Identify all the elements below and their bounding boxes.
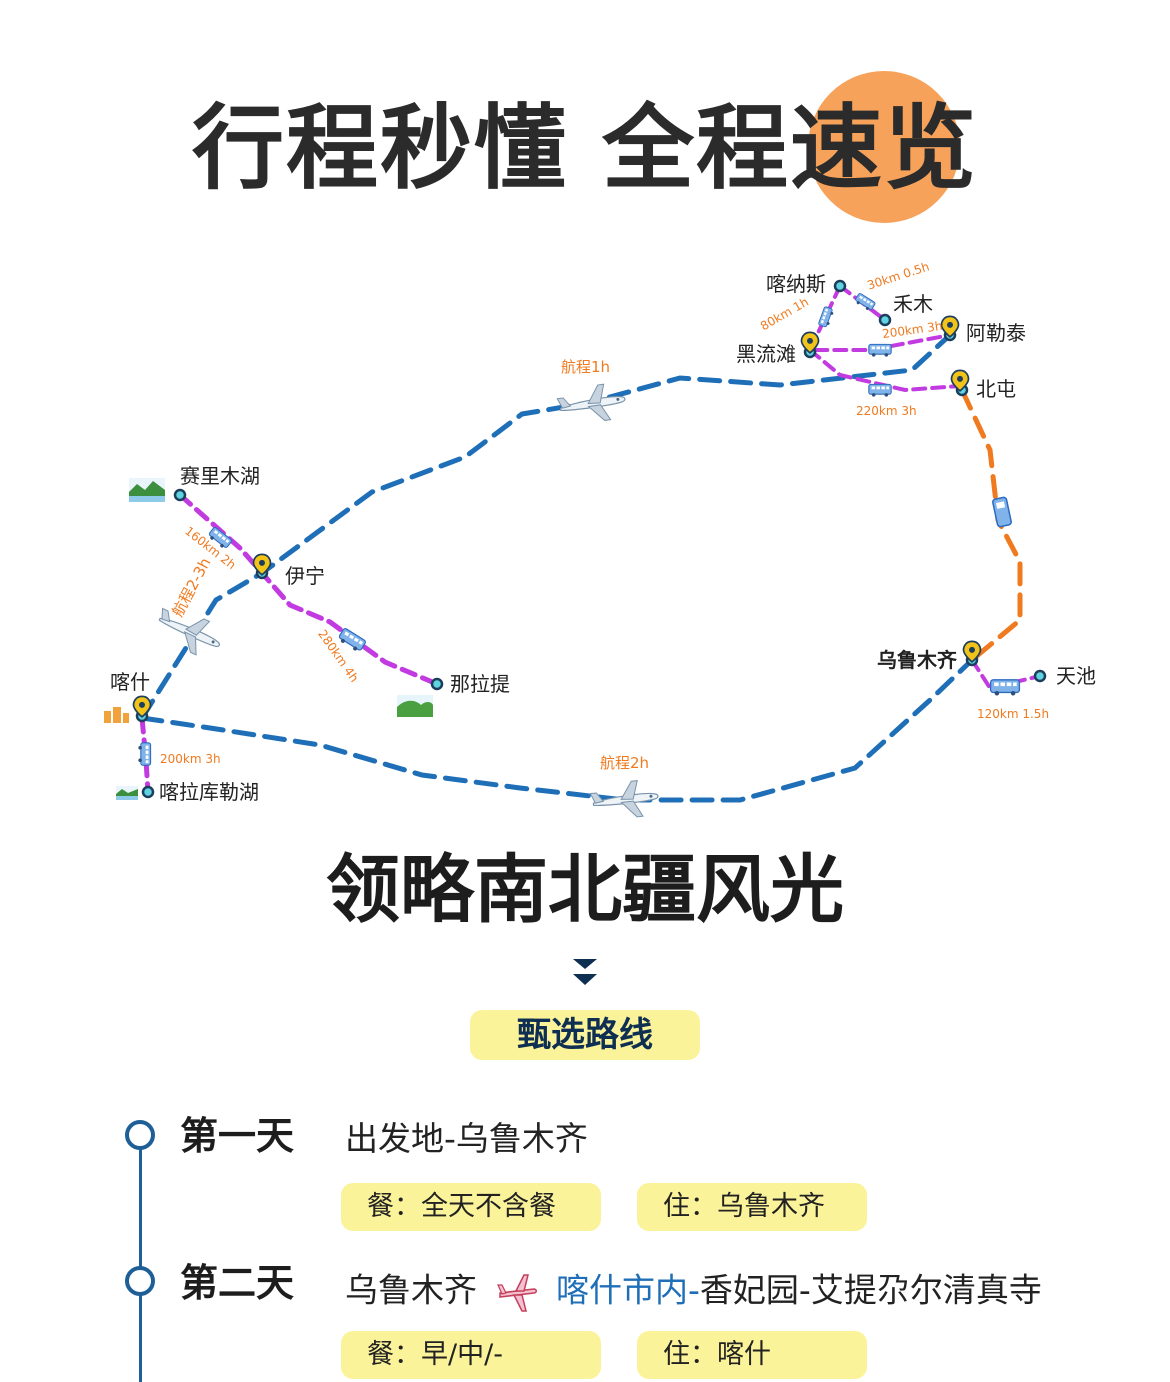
- flight-route-south: [139, 657, 975, 803]
- day-route: 乌鲁木齐 喀什市内-香妃园-艾提尕尔清真寺: [345, 1269, 1042, 1315]
- bus-icon: [137, 742, 152, 766]
- station-dot: [430, 677, 444, 691]
- route-pill-title: 甄选路线: [470, 1010, 700, 1060]
- place-label-yining: 伊宁: [285, 564, 325, 588]
- timeline-dot: [125, 1120, 155, 1150]
- place-label-heiliutan: 黑流滩: [736, 342, 796, 366]
- plane-icon: [588, 778, 661, 823]
- location-pin-icon: [132, 695, 152, 718]
- place-label-kalakule: 喀拉库勒湖: [159, 780, 259, 804]
- place-label-kanas: 喀纳斯: [766, 272, 826, 296]
- place-label-hemu: 禾木: [893, 292, 933, 316]
- accent-circle: [808, 71, 960, 223]
- station-dot: [1033, 669, 1047, 683]
- route-map-canvas: [104, 279, 1047, 823]
- day-label: 第一天: [180, 1114, 295, 1158]
- distance-label: 200km 3h: [160, 752, 221, 766]
- place-label-urumqi: 乌鲁木齐: [877, 648, 957, 672]
- route-end: 香妃园-艾提尕尔清真寺: [699, 1270, 1042, 1310]
- meal-chip: 餐：全天不含餐: [341, 1183, 601, 1231]
- timeline-line: [139, 1135, 142, 1382]
- timeline-dot: [125, 1266, 155, 1296]
- lake-scenery-icon: [116, 786, 138, 800]
- stay-chip: 住：喀什: [637, 1331, 867, 1379]
- train-icon: [992, 496, 1012, 528]
- place-label-nalati: 那拉提: [450, 672, 510, 696]
- drive-route-tianchi: [970, 658, 1042, 691]
- stay-chip: 住：乌鲁木齐: [637, 1183, 867, 1231]
- bus-icon: [868, 383, 892, 398]
- city-scenery-icon: [104, 707, 129, 723]
- flight-duration-label: 航程2h: [600, 754, 650, 772]
- station-dot: [878, 313, 892, 327]
- plane-icon: [555, 380, 629, 428]
- day-route: 出发地-乌鲁木齐: [345, 1119, 588, 1158]
- place-label-sailimu: 赛里木湖: [180, 464, 260, 488]
- lake-scenery-icon: [129, 478, 165, 502]
- place-label-beitun: 北屯: [976, 377, 1016, 401]
- flight-route-north: [139, 332, 953, 721]
- bus-icon: [853, 292, 877, 313]
- place-label-kashi: 喀什: [110, 670, 150, 694]
- bus-icon: [817, 305, 836, 329]
- distance-label: 120km 1.5h: [977, 707, 1050, 721]
- route-highlight: 喀什市内-: [556, 1270, 700, 1310]
- chevron-down-icon: [573, 959, 597, 985]
- place-label-aletai: 阿勒泰: [966, 321, 1026, 345]
- flight-duration-label: 航程1h: [561, 358, 611, 376]
- airplane-icon: [495, 1271, 538, 1313]
- place-label-tianchi: 天池: [1056, 664, 1096, 688]
- station-dot: [173, 488, 187, 502]
- page-title: 行程秒懂 全程速览: [191, 95, 979, 202]
- bus-icon: [868, 343, 892, 358]
- station-dot: [141, 785, 155, 799]
- bus-icon: [989, 679, 1021, 697]
- hero-header: 行程秒懂 全程速览: [0, 0, 1170, 230]
- distance-label: 220km 3h: [856, 404, 917, 418]
- meal-chip: 餐：早/中/-: [341, 1331, 601, 1379]
- route-start: 乌鲁木齐: [345, 1270, 477, 1310]
- station-dot: [833, 279, 847, 293]
- day-label: 第二天: [180, 1261, 295, 1305]
- train-route: [959, 387, 1023, 663]
- grassland-scenery-icon: [397, 695, 433, 717]
- section-subtitle: 领略南北疆风光: [326, 847, 844, 933]
- drive-route-sailimu-nalati: [177, 492, 440, 687]
- route-map: 喀纳斯 禾木 黑流滩 阿勒泰 北屯 赛里木湖 伊宁 那拉提 喀什 喀拉库勒湖 乌…: [0, 250, 1170, 830]
